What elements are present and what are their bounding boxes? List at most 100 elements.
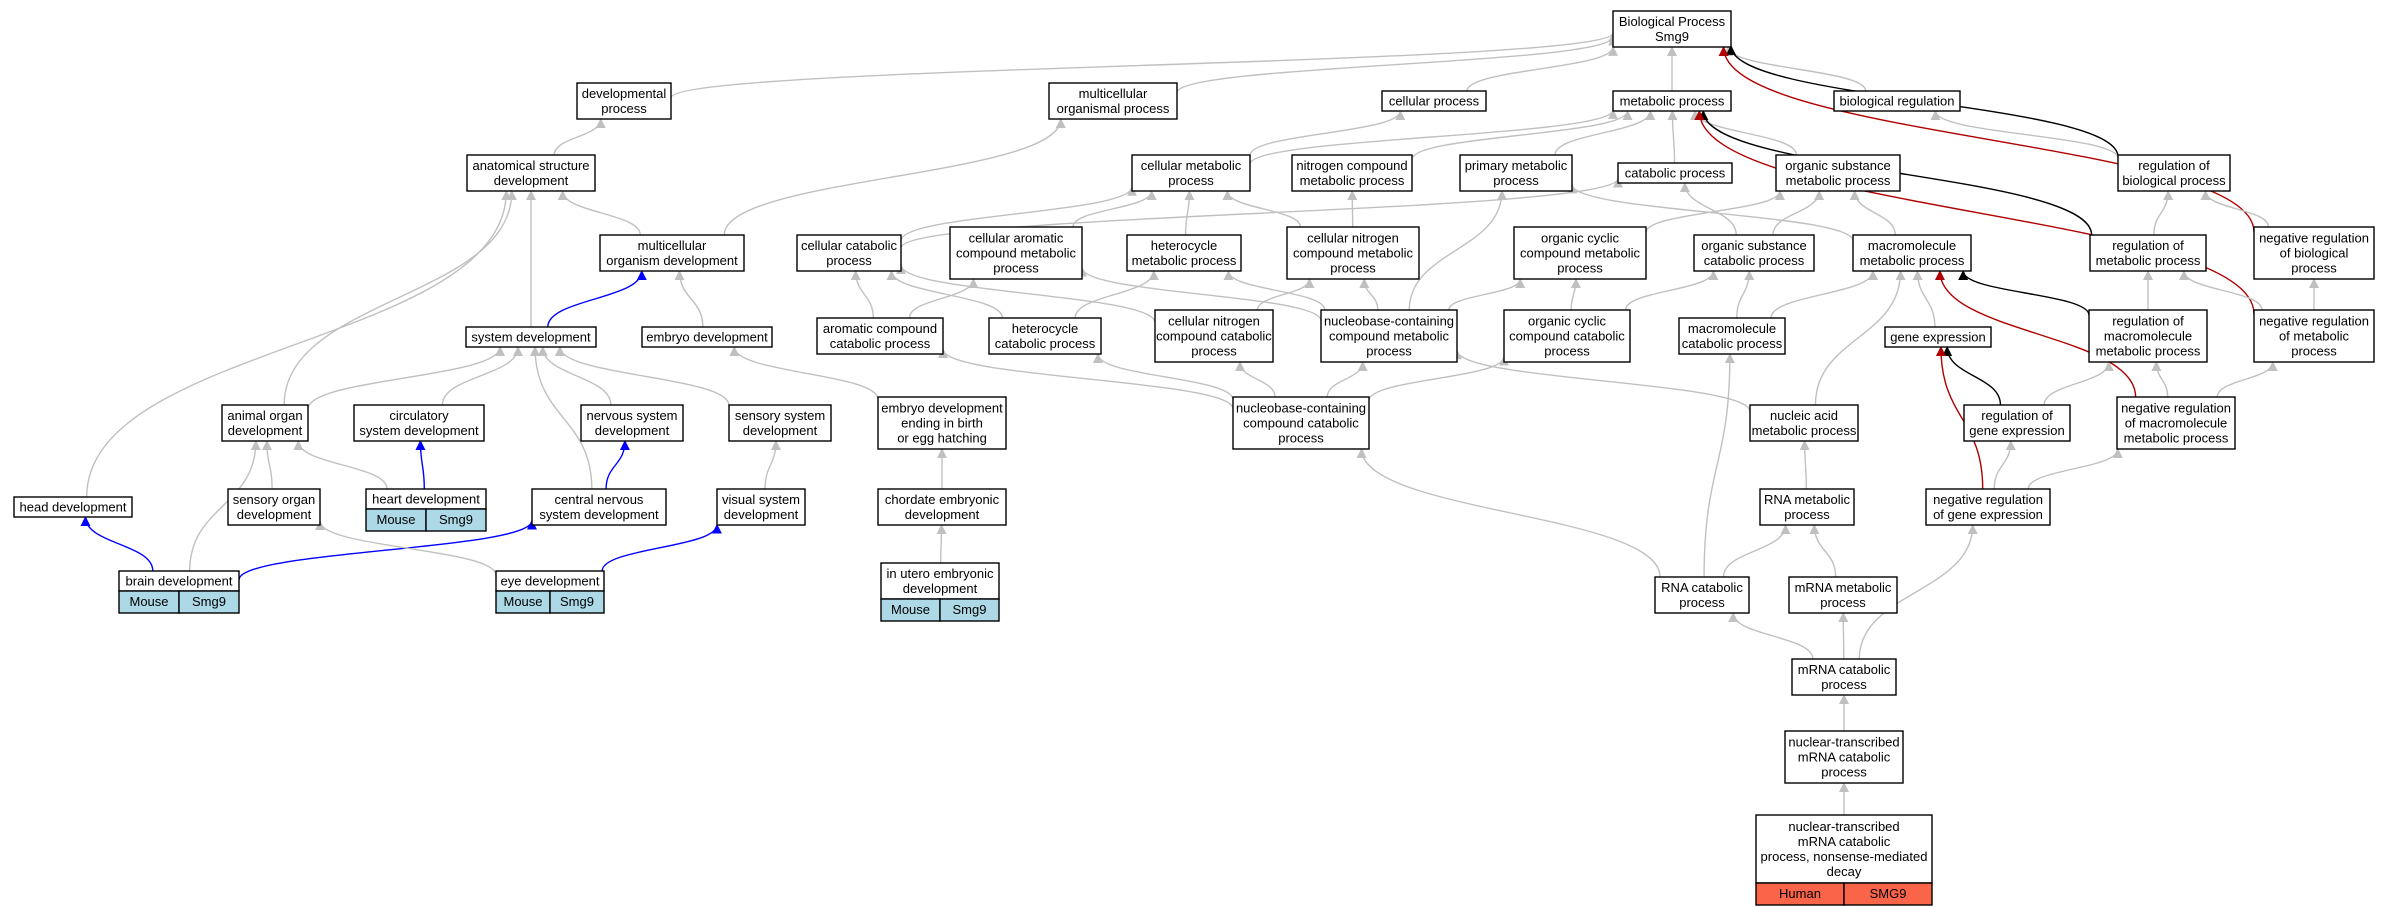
go-term-label: negative regulation (1933, 492, 2043, 507)
edge-negregmacro-to-regmacro (2151, 361, 2169, 398)
edge-nitro-to-metab (1411, 110, 1633, 160)
go-term-box (816, 317, 944, 355)
go-term-box (1381, 90, 1487, 112)
go-term-label: nuclear-transcribed (1788, 819, 1899, 834)
edge-macro-to-primary (1567, 183, 1854, 242)
go-term-sysdev[interactable]: system development (465, 326, 597, 348)
go-term-label: organic substance (1701, 238, 1807, 253)
go-term-label: metabolic process (1860, 253, 1965, 268)
edge-macrocat-to-orgsubcat (1736, 270, 1755, 319)
go-term-label: metabolic process (1786, 173, 1891, 188)
go-term-bioreg[interactable]: biological regulation (1833, 90, 1961, 112)
go-term-label: circulatory (389, 408, 449, 423)
go-term-label: metabolic process (1620, 94, 1725, 109)
edge-catab-to-metab (1667, 110, 1678, 164)
go-term-headdev[interactable]: head development (13, 496, 133, 518)
go-term-box (949, 226, 1083, 280)
go-term-label: central nervous (555, 492, 644, 507)
go-term-label: process (1557, 261, 1603, 276)
go-term-catab[interactable]: catabolic process (1617, 162, 1733, 184)
go-term-box (1617, 162, 1733, 184)
edge-geneexp-to-macro (1912, 270, 1936, 328)
go-term-label: negative regulation (2259, 231, 2369, 246)
go-term-label: compound metabolic (956, 246, 1076, 261)
go-term-metab[interactable]: metabolic process (1612, 90, 1732, 112)
go-term-label: metabolic process (1752, 423, 1857, 438)
gene-tag-label: Smg9 (560, 594, 594, 609)
go-term-cellproc[interactable]: cellular process (1381, 90, 1487, 112)
go-term-box (1784, 730, 1904, 784)
edge-eyedev-to-visual (601, 523, 722, 572)
edge-negregmacro-to-macro (1934, 270, 2137, 398)
go-term-geneexp[interactable]: gene expression (1884, 326, 1992, 348)
go-term-label: development (743, 423, 818, 438)
go-term-label: metabolic process (2124, 431, 2229, 446)
go-term-box (580, 404, 684, 442)
go-term-label: development (494, 173, 569, 188)
go-term-label: organic substance (1785, 158, 1891, 173)
go-term-label: nucleobase-containing (1236, 401, 1366, 416)
go-term-embdev[interactable]: embryo development (641, 326, 773, 348)
go-term-box (1759, 488, 1855, 526)
species-tag-label: Human (1779, 886, 1821, 901)
go-term-label: nervous system (586, 408, 677, 423)
edge-anatdev-to-devproc (553, 118, 606, 156)
edge-cellnitrocat-to-cellcat (896, 263, 1156, 323)
go-term-label: nitrogen compound (1296, 158, 1407, 173)
edge-nuccat-to-hetcat (1093, 353, 1234, 401)
edge-nucmetab-to-primary (1408, 190, 1507, 311)
